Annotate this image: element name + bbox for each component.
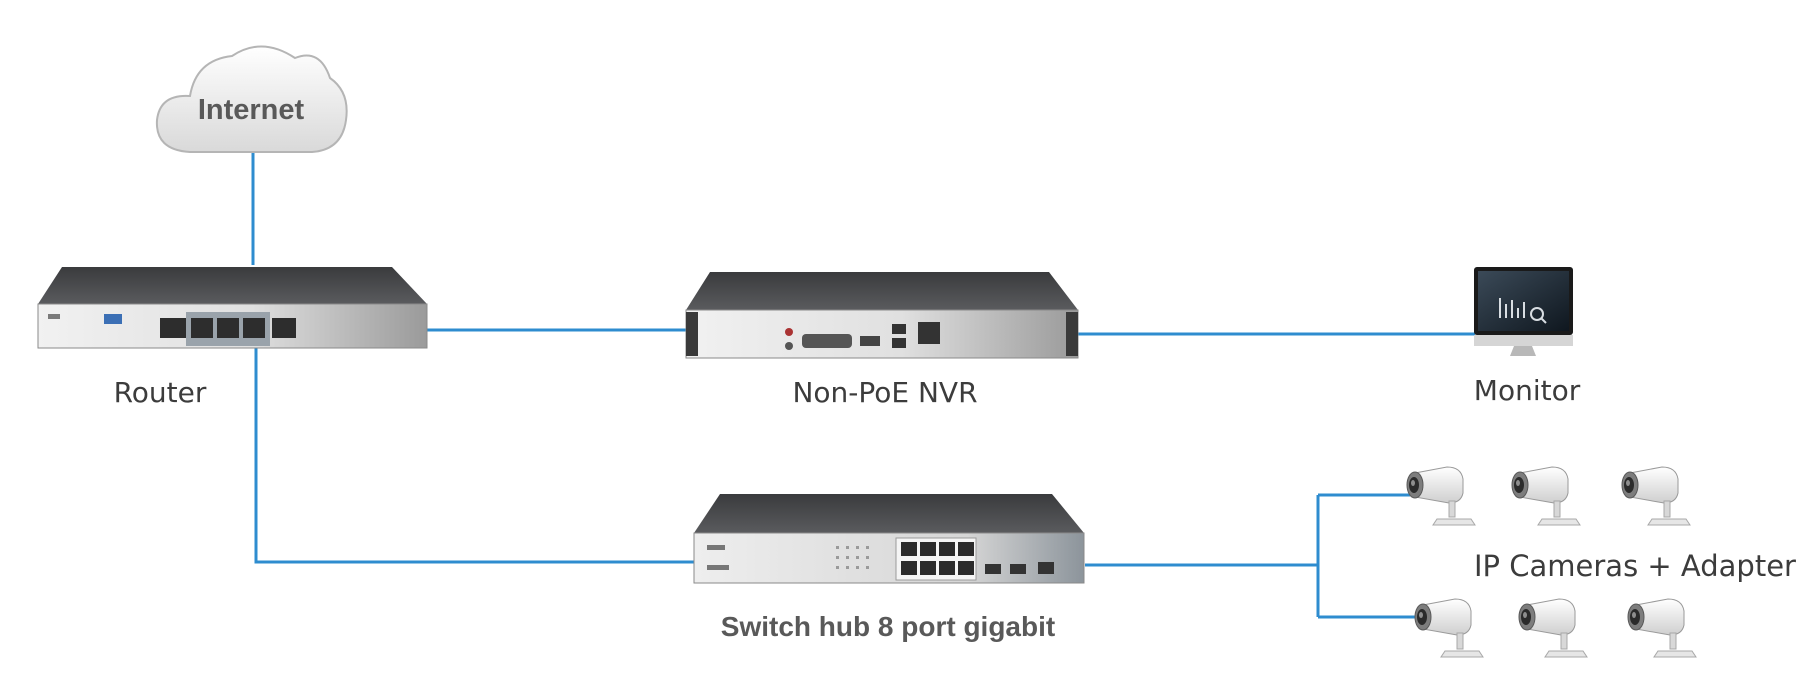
cameras-label: IP Cameras + Adapter — [1474, 549, 1796, 583]
ip-camera-icon — [1406, 466, 1476, 526]
nvr-label: Non-PoE NVR — [792, 376, 977, 409]
monitor-device: Monitor — [1474, 267, 1581, 407]
internet-label: Internet — [198, 94, 305, 126]
router-device: Router — [37, 267, 428, 409]
cloud-icon — [155, 45, 348, 153]
nvr-icon — [685, 272, 1079, 359]
ip-camera-icon — [1511, 466, 1581, 526]
ip-camera-icon — [1621, 466, 1691, 526]
router-label: Router — [114, 376, 207, 409]
monitor-label: Monitor — [1474, 374, 1581, 407]
ip-cameras-group: IP Cameras + Adapter — [1406, 466, 1796, 658]
ip-camera-icon — [1518, 598, 1588, 658]
connection-lines — [251, 150, 1475, 619]
router-icon — [37, 267, 428, 349]
ip-camera-icon — [1627, 598, 1697, 658]
switch-label: Switch hub 8 port gigabit — [721, 611, 1055, 642]
switch-device: Switch hub 8 port gigabit — [693, 494, 1085, 642]
ip-camera-icon — [1414, 598, 1484, 658]
nvr-device: Non-PoE NVR — [685, 272, 1079, 409]
monitor-icon — [1474, 267, 1573, 356]
link-router-switch — [254, 348, 694, 564]
switch-icon — [693, 494, 1085, 584]
internet-cloud: Internet — [155, 45, 348, 153]
